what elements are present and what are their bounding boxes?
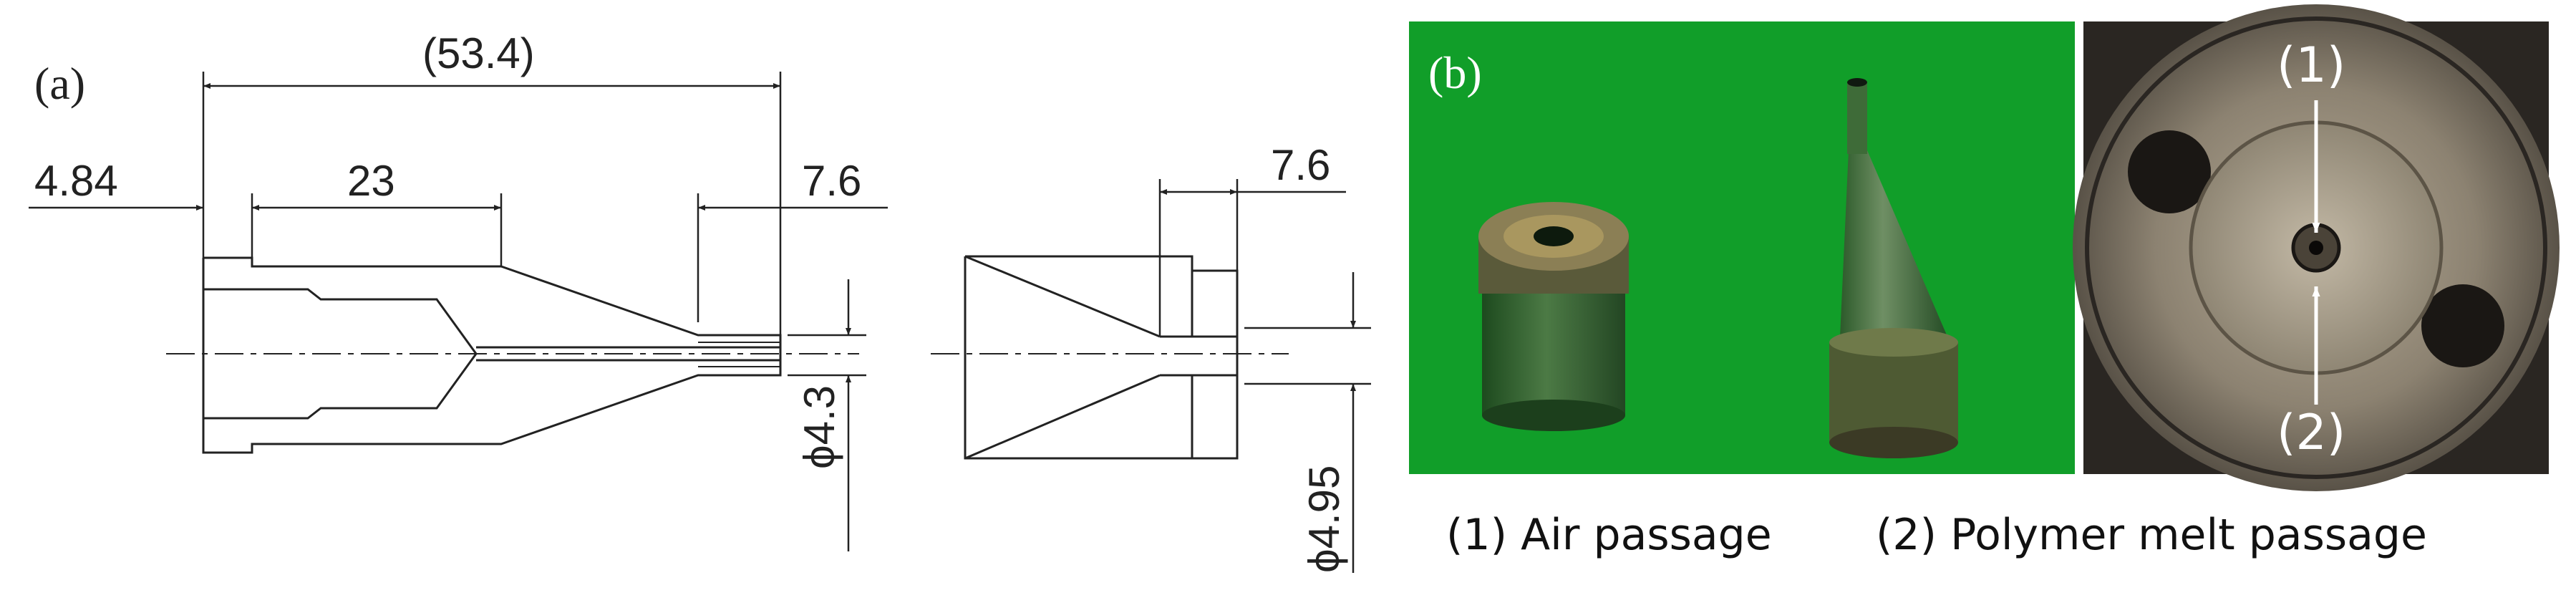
nozzle-drawing (166, 256, 859, 454)
cap-outline (964, 255, 1239, 460)
cap-dim-width-label: 7.6 (1271, 141, 1331, 189)
dim-middle-label: 23 (347, 157, 395, 205)
dim-tip-label: 7.6 (802, 157, 862, 205)
caption-polymer-melt-passage: (2) Polymer melt passage (1876, 510, 2427, 560)
marker-2: (2) (2277, 405, 2346, 461)
nozzle-outline (202, 256, 782, 454)
nozzle-dimensions (29, 72, 888, 551)
cap-drawing (931, 255, 1289, 460)
dim-left-label: 4.84 (34, 157, 118, 205)
cap-dim-diameter-label: ϕ4.95 (1300, 465, 1348, 573)
panel-label-a: (a) (34, 58, 86, 109)
photo-green (1409, 21, 2075, 474)
nozzle-part-photo (1829, 78, 1958, 458)
caption-air-passage: (1) Air passage (1446, 510, 1772, 560)
cap-cone-top (964, 255, 1161, 338)
marker-1: (1) (2277, 37, 2346, 94)
photo-die-face (2073, 4, 2560, 491)
dim-tip-diameter-label: ϕ4.3 (795, 385, 843, 469)
cap-cone-bottom (964, 374, 1161, 460)
dim-overall-label: (53.4) (422, 29, 535, 77)
panel-label-b: (b) (1428, 47, 1482, 98)
cap-part-photo (1478, 202, 1629, 431)
cap-dimensions (1158, 179, 1371, 573)
